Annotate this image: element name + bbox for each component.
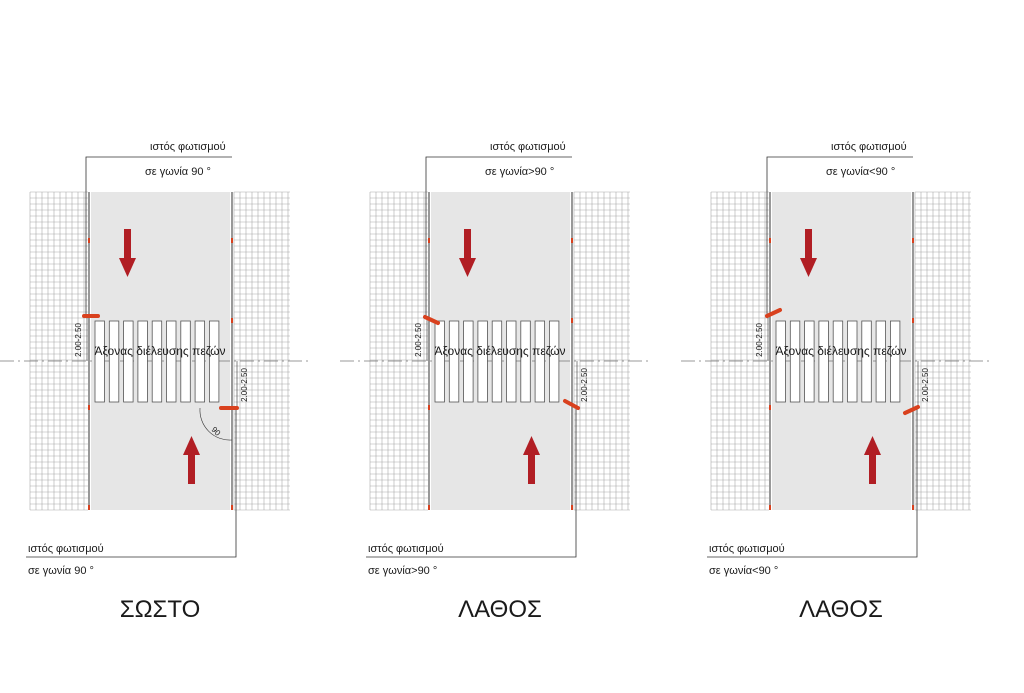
zebra-stripe [520,320,531,403]
axis-label: Άξονας διέλευσης πεζών [775,344,906,358]
panel-2: Άξονας διέλευσης πεζών ιστός φωτισμού σε γ… [340,141,652,623]
dim-label-right: 2.00-2.50 [240,368,249,402]
dim-label-right: 2.00-2.50 [580,368,589,402]
arrow-up-icon [183,436,200,484]
panels-root: Άξονας διέλευσης πεζών ιστός φωτισμού σε γ… [0,141,993,623]
leader-top [766,156,913,316]
dim-label-right: 2.00-2.50 [921,368,930,402]
zebra-stripe [775,320,786,403]
bottom-label-line2: σε γωνία>90 ° [368,565,437,577]
curb-marks [428,238,573,510]
verdict-label: ΣΩΣΤΟ [120,596,201,623]
zebra-stripe [94,320,105,403]
lighting-poles [765,308,920,415]
dim-label-left: 2.00-2.50 [74,323,83,357]
top-label-line2: σε γωνία<90 ° [826,166,895,178]
zebra-stripe [137,320,148,403]
lighting-poles [82,314,239,410]
zebra-crossing [94,320,220,403]
zebra-stripe [108,320,120,403]
dim-label-left: 2.00-2.50 [414,323,423,357]
top-label-line2: σε γωνία>90 ° [485,166,554,178]
leader-bottom [366,408,577,558]
zebra-stripe [832,320,844,403]
top-label-line1: ιστός φωτισμού [490,141,566,153]
verdict-label: ΛΑΘΟΣ [799,596,883,623]
zebra-stripe [861,320,872,403]
axis-label: Άξονας διέλευσης πεζών [434,344,565,358]
zebra-stripe [448,320,460,403]
zebra-stripe [491,320,503,403]
zebra-stripe [506,320,517,403]
panel-1: Άξονας διέλευσης πεζών ιστός φωτισμού σε γ… [0,141,312,623]
pole-top [765,308,782,318]
bottom-label-line2: σε γωνία 90 ° [28,565,94,577]
sidewalk-grid [369,191,630,511]
zebra-stripe [789,320,801,403]
zebra-stripe [180,320,191,403]
zebra-stripe [434,320,445,403]
bottom-label-line1: ιστός φωτισμού [368,543,444,555]
arrow-up-icon [864,436,881,484]
zebra-stripe [208,320,220,403]
zebra-stripe [194,320,206,403]
zebra-stripe [889,320,901,403]
curb-marks [88,238,233,510]
zebra-stripe [123,320,134,403]
axis-label: Άξονας διέλευσης πεζών [94,344,225,358]
arrow-down-icon [800,229,817,277]
lighting-poles [423,315,580,410]
zebra-stripe [151,320,163,403]
top-label-line1: ιστός φωτισμού [150,141,226,153]
zebra-crossing [434,320,560,403]
leader-top [85,156,232,316]
bottom-label-line1: ιστός φωτισμού [28,543,104,555]
pole-bottom [563,399,580,410]
zebra-stripe [534,320,546,403]
top-label-line2: σε γωνία 90 ° [145,166,211,178]
zebra-stripe [847,320,858,403]
arrow-up-icon [523,436,540,484]
leader-top [425,156,572,316]
sidewalk-grid [29,191,290,511]
panel-3: Άξονας διέλευσης πεζών ιστός φωτισμού σε γ… [681,141,993,623]
angle-arc [199,407,233,441]
arrow-down-icon [459,229,476,277]
top-label-line1: ιστός φωτισμού [831,141,907,153]
dim-label-left: 2.00-2.50 [755,323,764,357]
zebra-stripe [548,320,560,403]
leader-bottom [26,408,237,558]
sidewalk-grid [710,191,971,511]
bottom-label-line1: ιστός φωτισμού [709,543,785,555]
leader-bottom [707,408,918,558]
zebra-stripe [818,320,829,403]
bottom-label-line2: σε γωνία<90 ° [709,565,778,577]
zebra-stripe [804,320,815,403]
verdict-label: ΛΑΘΟΣ [458,596,542,623]
zebra-stripe [875,320,887,403]
zebra-stripe [166,320,177,403]
pole-bottom [903,405,920,415]
zebra-stripe [463,320,474,403]
pole-top [423,315,440,325]
curb-marks [769,238,914,510]
arrow-down-icon [119,229,136,277]
zebra-stripe [477,320,488,403]
zebra-crossing [775,320,901,403]
